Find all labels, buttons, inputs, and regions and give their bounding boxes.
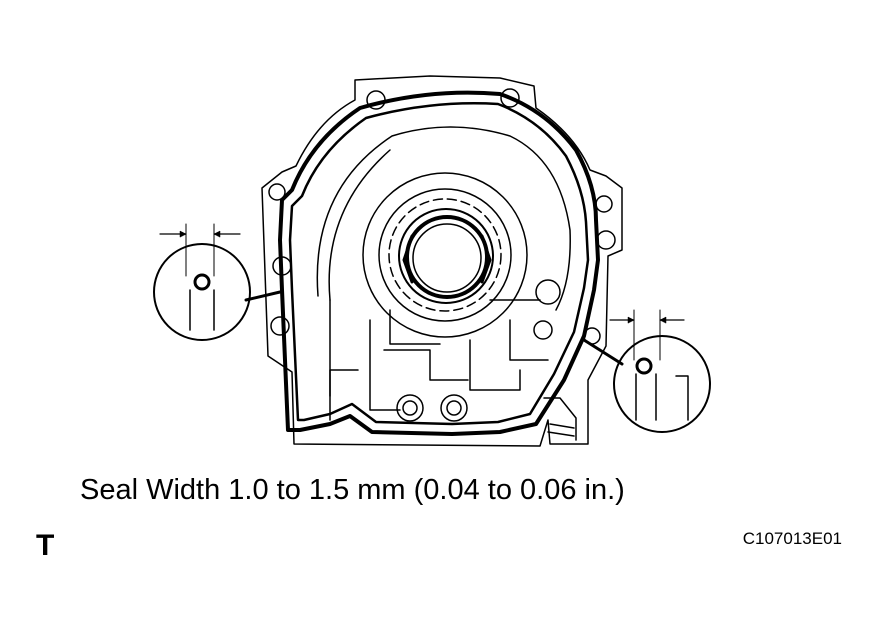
lower-passage — [383, 349, 469, 381]
groove-wall — [635, 373, 657, 421]
rotor-outer — [362, 172, 528, 338]
bolt-hole — [500, 88, 520, 108]
inner-face-shadow — [328, 149, 391, 301]
plug-outer — [396, 394, 424, 422]
leader-line-left — [244, 290, 282, 302]
inner-face — [316, 126, 571, 311]
oil-seal-outer — [398, 208, 494, 304]
housing-outline — [261, 75, 623, 447]
seal-width-caption: Seal Width 1.0 to 1.5 mm (0.04 to 0.06 i… — [80, 474, 625, 506]
figure-code: C107013E01 — [742, 529, 842, 548]
dimension-arrow — [627, 316, 667, 324]
bolt-hole — [270, 316, 290, 336]
dimension-arrow — [179, 230, 221, 238]
boss — [533, 320, 553, 340]
bolt-hole — [268, 183, 286, 201]
flange-detail — [547, 431, 575, 437]
drive-bore — [412, 223, 482, 293]
extension-line — [633, 309, 661, 361]
leader-line-right — [582, 338, 624, 366]
seal-bead-section — [635, 357, 653, 375]
oil-seal-lip — [405, 215, 489, 299]
lower-rib — [389, 309, 441, 345]
seal-lip-shading — [402, 234, 414, 284]
bolt-hole — [595, 195, 613, 213]
plug-outer — [440, 394, 468, 422]
bolt-hole — [272, 256, 292, 276]
flange-detail — [543, 397, 577, 441]
boss — [535, 279, 561, 305]
seal-bead-section — [193, 273, 211, 291]
plug-inner — [402, 400, 418, 416]
seal-lip-shading — [480, 234, 492, 284]
lower-passage — [329, 369, 359, 397]
view-marker: T — [36, 529, 55, 562]
extension-line — [185, 223, 215, 277]
rotor-ring — [378, 188, 512, 322]
plug-inner — [446, 400, 462, 416]
bolt-hole — [596, 230, 616, 250]
bolt-hole — [366, 90, 386, 110]
lower-passage — [509, 319, 549, 361]
lower-passage — [369, 319, 401, 411]
seal-bead-outer — [278, 90, 600, 436]
rotor-gear — [388, 198, 502, 312]
groove-wall — [189, 289, 215, 331]
detail-circle-left — [153, 243, 251, 341]
groove-wall — [675, 375, 689, 421]
lower-passage — [469, 339, 521, 391]
detail-circle-right — [613, 335, 711, 433]
seal-bead-inner — [288, 102, 590, 426]
flange-detail — [549, 423, 575, 429]
